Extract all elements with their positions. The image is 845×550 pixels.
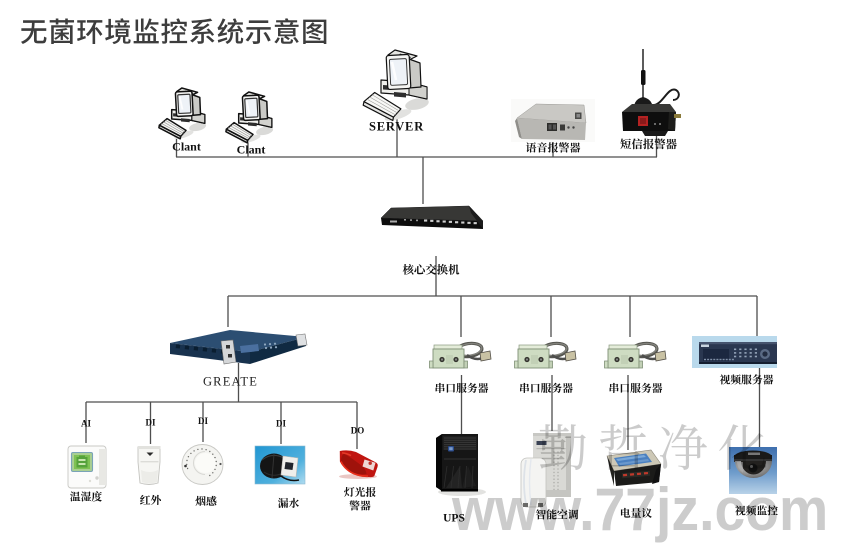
svg-text:DI: DI [276, 419, 286, 429]
svg-text:SERVER: SERVER [369, 120, 424, 134]
svg-text:www.77jz.com: www.77jz.com [451, 477, 828, 544]
svg-text:DO: DO [351, 426, 365, 436]
svg-text:UPS: UPS [443, 513, 465, 525]
svg-text:DI: DI [198, 416, 208, 426]
svg-text:Clant: Clant [237, 143, 266, 157]
svg-text:Clant: Clant [172, 140, 201, 154]
svg-text:DI: DI [145, 418, 155, 428]
svg-text:GREATE: GREATE [203, 375, 258, 389]
svg-text:AI: AI [81, 419, 91, 429]
